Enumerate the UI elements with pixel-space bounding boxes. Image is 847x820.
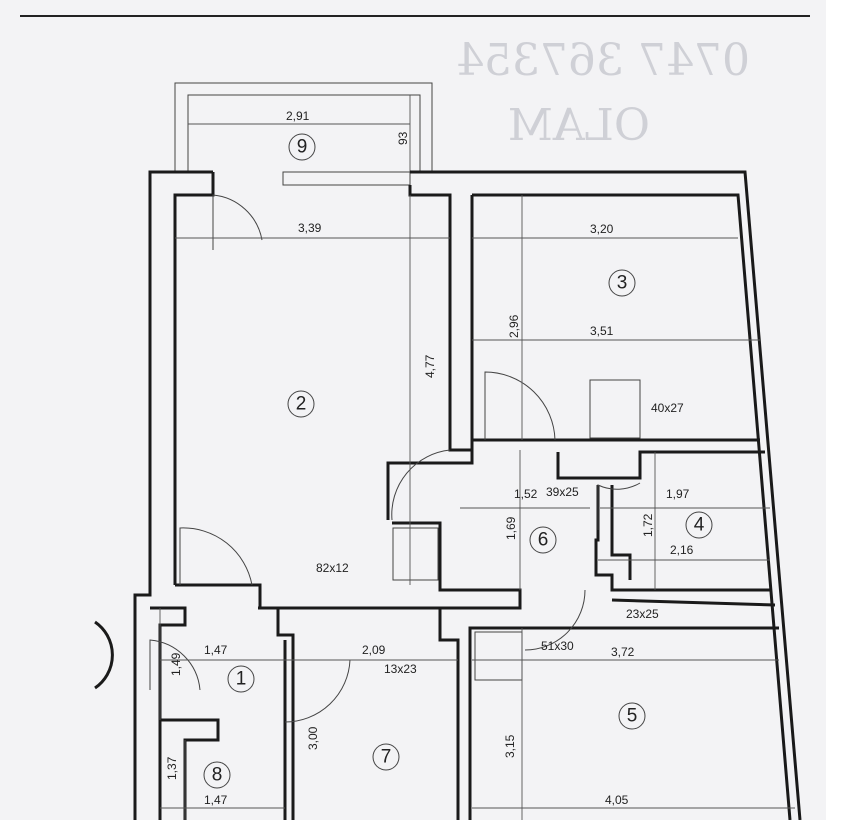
dim-room1-width: 1,47 bbox=[204, 643, 228, 657]
dim-hall-niche: 82x12 bbox=[316, 561, 349, 575]
door-arc bbox=[284, 659, 351, 723]
dim-room3-width-top: 3,20 bbox=[590, 222, 614, 236]
handwritten-note: 0747 367354 OLAM bbox=[456, 35, 750, 151]
dim-room1-depth: 1,49 bbox=[169, 652, 183, 676]
room-2-marker: 2 bbox=[287, 390, 315, 418]
dim-room5-width-top: 3,72 bbox=[611, 645, 635, 659]
dim-room6-niche: 39x25 bbox=[546, 485, 579, 499]
room-6-marker: 6 bbox=[529, 526, 557, 554]
svg-text:7: 7 bbox=[381, 747, 392, 768]
dim-room7-width: 2,09 bbox=[362, 643, 386, 657]
dim-room3-depth: 2,96 bbox=[507, 314, 521, 338]
page-margin bbox=[826, 0, 847, 820]
walls bbox=[133, 170, 802, 820]
niche-box bbox=[589, 379, 641, 439]
door-arc bbox=[179, 527, 253, 586]
dim-room8-width: 1,47 bbox=[204, 793, 228, 807]
dim-room2-length: 4,77 bbox=[423, 354, 437, 378]
dim-room5-depth: 3,15 bbox=[503, 734, 517, 758]
room-7-marker: 7 bbox=[372, 743, 400, 771]
handwritten-line-2: OLAM bbox=[508, 100, 650, 151]
niche-box bbox=[392, 527, 439, 581]
room-9-marker: 9 bbox=[288, 133, 316, 161]
dim-room8-depth: 1,37 bbox=[165, 756, 179, 780]
dim-room7-depth: 3,00 bbox=[306, 726, 320, 750]
svg-text:8: 8 bbox=[212, 765, 223, 786]
svg-text:2: 2 bbox=[296, 394, 307, 415]
svg-text:6: 6 bbox=[538, 530, 549, 551]
dim-niche-23x25: 23x25 bbox=[626, 607, 659, 621]
dim-room2-width: 3,39 bbox=[298, 221, 322, 235]
dim-niche-51x30: 51x30 bbox=[541, 639, 574, 653]
balcony bbox=[174, 82, 433, 172]
handwritten-line-1: 0747 367354 bbox=[456, 35, 750, 86]
room-markers: 9 3 2 6 4 1 5 7 8 bbox=[203, 133, 713, 789]
dim-room4-width-top: 1,97 bbox=[666, 487, 690, 501]
dim-room6-width: 1,52 bbox=[514, 487, 538, 501]
door-arc bbox=[212, 194, 263, 250]
dim-room4-width: 2,16 bbox=[670, 543, 694, 557]
dim-room4-depth: 1,72 bbox=[641, 513, 655, 537]
door-arc bbox=[524, 589, 586, 651]
room-4-marker: 4 bbox=[685, 511, 713, 539]
door-arc bbox=[391, 449, 451, 521]
door-arc bbox=[597, 482, 641, 530]
entrance-arc bbox=[94, 620, 114, 690]
dim-niche-13x23: 13x23 bbox=[384, 662, 417, 676]
dimension-labels: 2,91 93 3,39 4,77 3,20 2,96 3,51 40x27 1… bbox=[165, 109, 694, 807]
svg-text:3: 3 bbox=[617, 273, 628, 294]
dim-room5-width: 4,05 bbox=[605, 793, 629, 807]
svg-text:1: 1 bbox=[236, 669, 247, 690]
room-5-marker: 5 bbox=[618, 702, 646, 730]
dim-balcony-depth: 93 bbox=[396, 131, 410, 145]
svg-text:4: 4 bbox=[694, 515, 705, 536]
doors bbox=[94, 194, 641, 723]
niche-box bbox=[474, 631, 523, 681]
door-arc bbox=[484, 371, 556, 441]
dim-room3-width: 3,51 bbox=[590, 324, 614, 338]
svg-text:5: 5 bbox=[627, 706, 638, 727]
door-arc bbox=[149, 639, 201, 691]
dim-balcony-width: 2,91 bbox=[286, 109, 310, 123]
window bbox=[282, 171, 411, 186]
svg-text:9: 9 bbox=[297, 137, 308, 158]
room-8-marker: 8 bbox=[203, 761, 231, 789]
dim-room3-niche: 40x27 bbox=[651, 401, 684, 415]
room-3-marker: 3 bbox=[608, 269, 636, 297]
dimension-lines bbox=[159, 195, 795, 820]
room-1-marker: 1 bbox=[227, 665, 255, 693]
dim-room6-depth: 1,69 bbox=[504, 516, 518, 540]
